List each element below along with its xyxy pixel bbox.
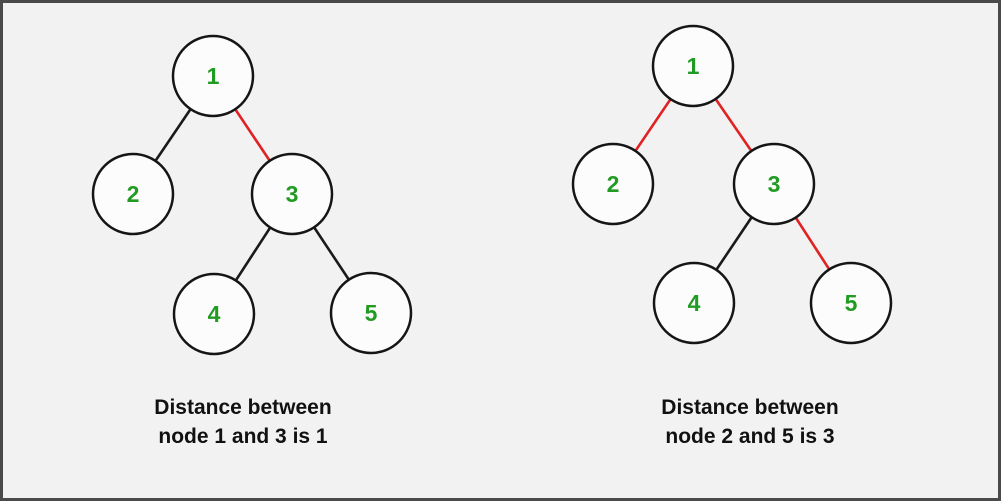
right-tree-node-1: 1 (651, 24, 735, 108)
left-tree-node-2-circle (91, 152, 175, 236)
left-tree-node-3: 3 (250, 152, 334, 236)
left-tree-node-1-circle (171, 34, 255, 118)
right-tree-node-4-circle (652, 261, 736, 345)
right-tree-node-1-circle (651, 24, 735, 108)
right-tree-caption-line1: Distance between (661, 396, 839, 419)
right-tree-node-5: 5 (809, 261, 893, 345)
right-tree-node-2: 2 (571, 142, 655, 226)
left-tree-caption-line2: node 1 and 3 is 1 (158, 425, 328, 448)
left-tree-node-3-label: 3 (286, 181, 299, 207)
left-tree-node-4-circle (172, 272, 256, 356)
left-tree-node-1-label: 1 (207, 63, 220, 89)
right-tree-node-1-label: 1 (687, 53, 700, 79)
left-tree-caption-line1: Distance between (154, 396, 332, 419)
left-tree-node-5: 5 (329, 271, 413, 355)
left-tree-node-4: 4 (172, 272, 256, 356)
right-tree-node-3: 3 (732, 142, 816, 226)
left-tree-caption: Distance between node 1 and 3 is 1 (154, 393, 331, 451)
right-tree-node-4: 4 (652, 261, 736, 345)
left-tree-node-5-circle (329, 271, 413, 355)
left-tree-node-3-circle (250, 152, 334, 236)
right-tree-caption-line2: node 2 and 5 is 3 (665, 425, 835, 448)
left-tree-node-2: 2 (91, 152, 175, 236)
left-tree-node-4-label: 4 (208, 301, 221, 327)
right-tree-caption: Distance between node 2 and 5 is 3 (661, 393, 838, 451)
right-tree-node-4-label: 4 (688, 290, 701, 316)
left-tree-node-5-label: 5 (365, 300, 378, 326)
right-tree-node-5-label: 5 (845, 290, 858, 316)
right-tree-node-2-label: 2 (607, 171, 620, 197)
right-tree-node-3-circle (732, 142, 816, 226)
right-tree-node-5-circle (809, 261, 893, 345)
left-tree-node-2-label: 2 (127, 181, 140, 207)
right-tree-node-2-circle (571, 142, 655, 226)
right-tree-node-3-label: 3 (768, 171, 781, 197)
binary-trees-drawing: 1 2 3 4 5 1 2 3 4 5 (91, 24, 893, 356)
left-tree-node-1: 1 (171, 34, 255, 118)
